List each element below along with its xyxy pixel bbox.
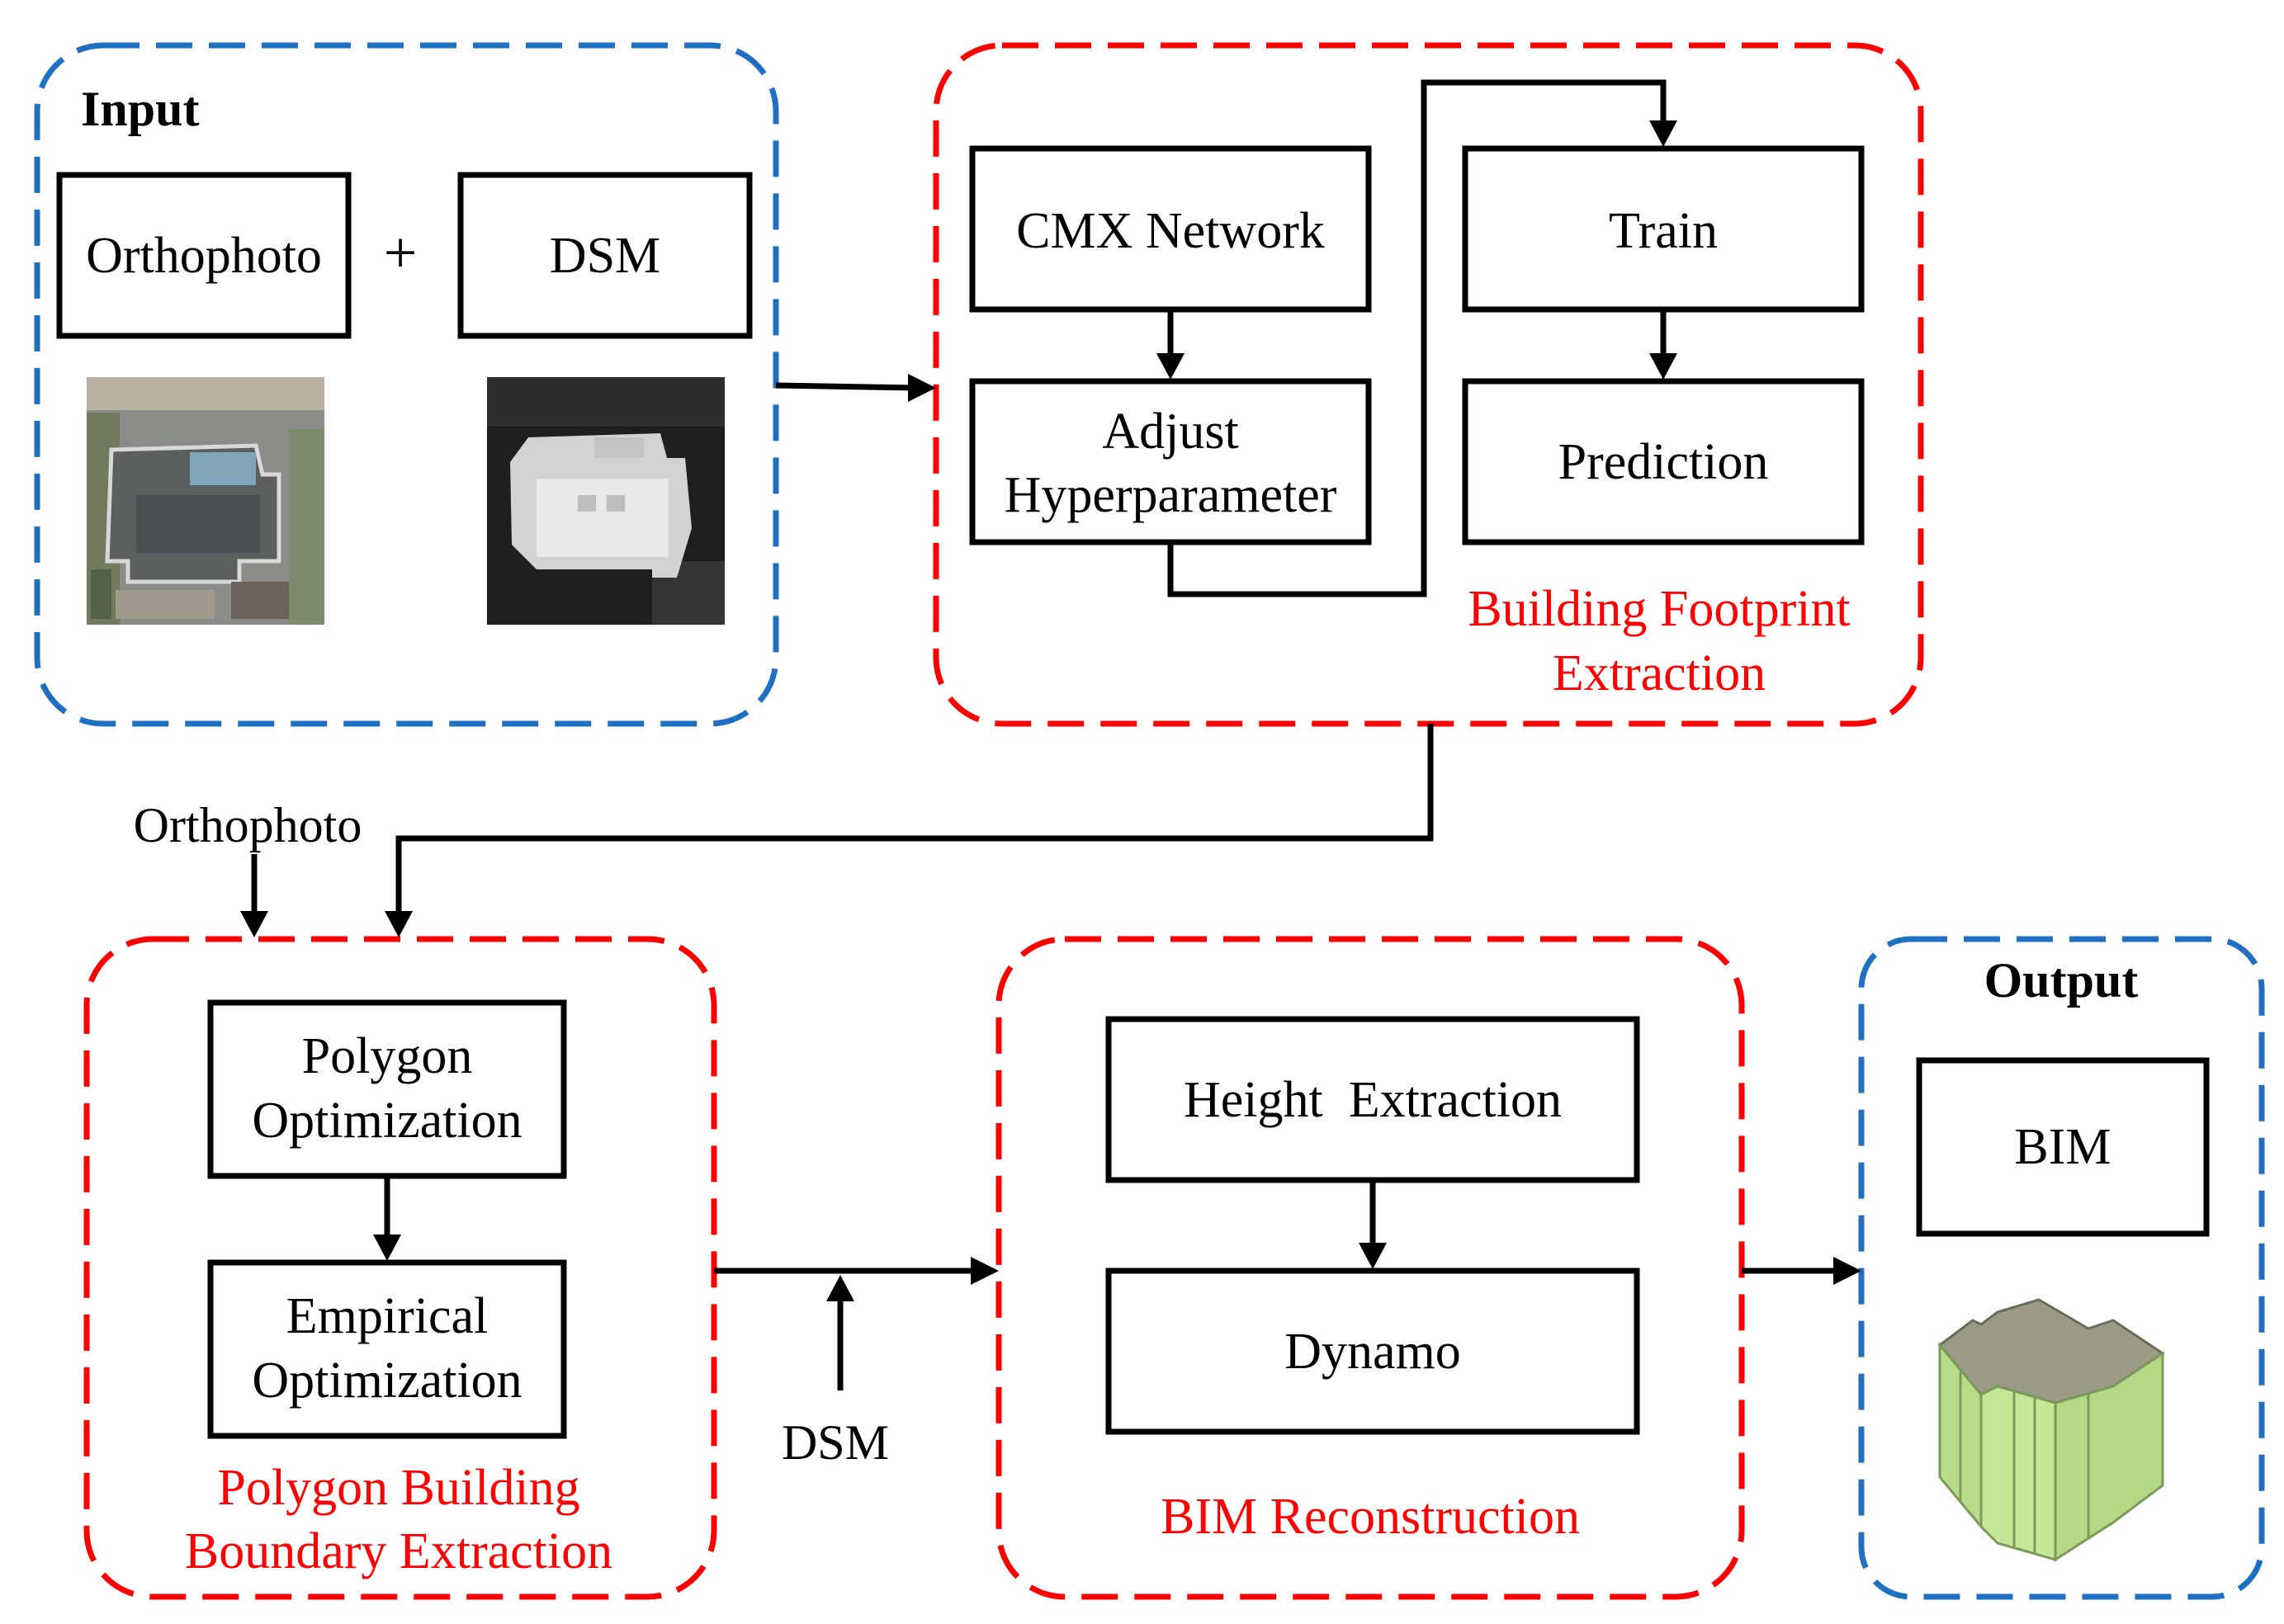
polygon-optimization-box: [207, 999, 567, 1179]
arrow-dsm-up: [826, 1275, 854, 1390]
train-box: [1462, 145, 1865, 313]
bim-label: BIM: [2014, 1119, 2111, 1175]
arrow-height-to-dynamo: [1359, 1180, 1387, 1269]
polygon-caption-line2: Boundary Extraction: [185, 1523, 612, 1579]
input-heading: Input: [81, 82, 199, 136]
bim-box: [1916, 1057, 2210, 1237]
bim-model-render: [1937, 1298, 2165, 1562]
cmx-network-box: [969, 145, 1372, 313]
cmx-network-label: CMX Network: [1016, 203, 1325, 259]
bim-recon-caption: BIM Reconstruction: [1161, 1489, 1580, 1545]
adjust-hyperparameter-box: [969, 378, 1372, 545]
arrow-cmx-to-adjust: [1156, 309, 1185, 380]
arrow-input-to-footprint: [775, 374, 936, 402]
dynamo-box: [1105, 1268, 1640, 1435]
footprint-caption-line2: Extraction: [1553, 645, 1766, 701]
dsm-side-label: DSM: [782, 1415, 889, 1470]
input-group: [34, 42, 779, 727]
output-heading: Output: [1984, 953, 2139, 1008]
output-group: [1858, 936, 2265, 1600]
dynamo-label: Dynamo: [1284, 1324, 1461, 1380]
prediction-box: [1462, 378, 1865, 545]
dsm-box: [457, 172, 753, 339]
dsm-thumbnail: [487, 377, 725, 625]
dsm-box-label: DSM: [550, 228, 660, 284]
polygon-caption-line1: Polygon Building: [217, 1460, 579, 1516]
arrow-footprint-to-polygon: [385, 724, 1434, 937]
empirical-opt-line2: Optimization: [252, 1353, 522, 1409]
arrow-orthophoto-to-polygon: [240, 854, 268, 937]
adjust-label-line1: Adjust: [1102, 404, 1238, 460]
plus-sign: +: [384, 220, 418, 286]
adjust-label-line2: Hyperparameter: [1005, 467, 1337, 523]
arrow-train-to-prediction: [1649, 309, 1677, 380]
empirical-opt-line1: Empirical: [286, 1288, 488, 1344]
arrow-polygon-to-empirical: [373, 1176, 401, 1261]
arrow-bim-recon-to-output: [1742, 1257, 1861, 1285]
polygon-opt-line1: Polygon: [302, 1028, 473, 1084]
arrow-adjust-to-train: [1167, 79, 1677, 597]
footprint-caption-line1: Building Footprint: [1468, 581, 1850, 637]
orthophoto-box-label: Orthophoto: [86, 228, 322, 284]
empirical-optimization-box: [207, 1259, 567, 1439]
height-extraction-label: Height Extraction: [1184, 1072, 1562, 1128]
orthophoto-thumbnail: [87, 377, 324, 625]
train-label: Train: [1609, 203, 1718, 259]
orthophoto-box: [56, 172, 352, 339]
orthophoto-side-label: Orthophoto: [134, 798, 362, 852]
prediction-label: Prediction: [1558, 434, 1769, 490]
polygon-opt-line2: Optimization: [252, 1093, 522, 1149]
arrow-polygon-to-bim-recon: [714, 1257, 999, 1285]
